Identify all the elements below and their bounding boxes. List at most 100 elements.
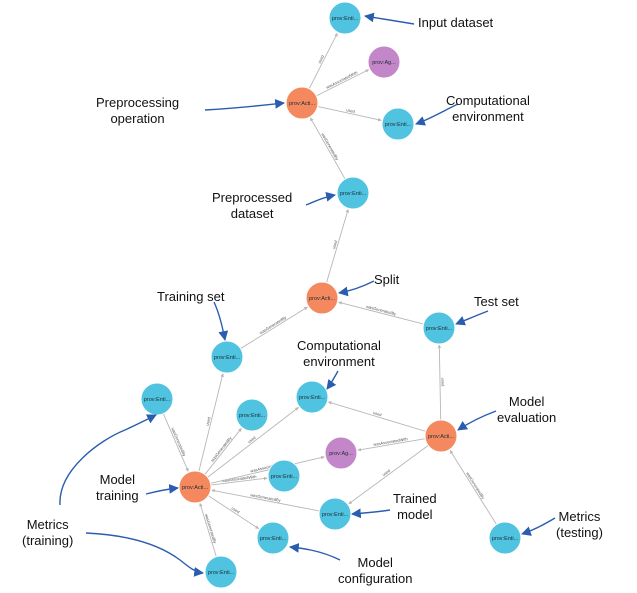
edge-testset-split (338, 301, 424, 325)
node-entity-config[interactable]: prov:Enti... (256, 521, 290, 555)
edge-label-used: used (372, 410, 382, 417)
edge-metrTrain-trainAct (162, 413, 189, 472)
node-entity-trained[interactable]: prov:Enti... (318, 497, 352, 531)
node-circle (256, 521, 290, 555)
node-entity-metrTrain2[interactable]: prov:Enti... (204, 555, 238, 589)
annotation-model-training-line1: Model (99, 472, 136, 487)
edge-preproc-input (308, 32, 338, 89)
annotation-input-dataset: Input dataset (418, 15, 493, 31)
edge-trainAct-agent2 (210, 455, 325, 484)
edge-label-wasGeneratedBy: wasGeneratedBy (250, 492, 281, 503)
node-label: prov:Enti... (214, 355, 241, 361)
node-label: prov:Ag... (329, 451, 353, 457)
annotation-split-text: Split (374, 272, 400, 287)
edge-trained-trainAct (211, 489, 320, 512)
annotation-comp-env-top-line2: environment (452, 109, 524, 124)
edge-trainAct-entC (204, 428, 242, 475)
arrow-trained-model (351, 508, 391, 519)
node-entity-preproced[interactable]: prov:Enti... (336, 176, 370, 210)
annotation-comp-env-top-line1: Computational (446, 93, 530, 108)
edge-preproc-agent1 (316, 69, 370, 97)
arrow-metrics-training-down (85, 532, 204, 577)
node-entity-testset[interactable]: prov:Enti... (422, 311, 456, 345)
node-circle (381, 107, 415, 141)
edge-label-used: used (440, 378, 445, 387)
edge-split-preproced (326, 208, 349, 283)
edge-label-wasGeneratedBy: wasGeneratedBy (320, 132, 339, 161)
annotation-metrics-training-line2: (training) (22, 533, 74, 548)
annotation-metrics-testing: Metrics (testing) (556, 509, 603, 541)
arrow-test-set (455, 310, 489, 326)
nodes-layer: prov:Enti...prov:Ag...prov:Acti...prov:E… (140, 1, 522, 589)
node-label: prov:Acti... (289, 101, 315, 107)
arrow-preprocessed-dataset (305, 191, 336, 206)
edge-label-wasAssociatedWith: wasAssociatedWith (325, 70, 358, 90)
annotation-preprocessed-line2: dataset (230, 206, 274, 221)
node-entity-compenv2[interactable]: prov:Enti... (295, 380, 329, 414)
annotation-arrows (59, 12, 556, 577)
node-entity-input[interactable]: prov:Enti... (328, 1, 362, 35)
edge-trainAct-compenv2 (207, 407, 299, 478)
edge-label-used: used (231, 506, 241, 515)
edge-trainset-split (240, 306, 308, 349)
node-label: prov:Enti... (208, 570, 235, 576)
node-circle (424, 419, 458, 453)
edge-preproced-preproc (309, 117, 346, 180)
annotation-model-training: Model training (96, 472, 139, 504)
node-circle (295, 380, 329, 414)
edge-trainAct-entD (210, 476, 268, 486)
node-entity-entC[interactable]: prov:Enti... (235, 398, 269, 432)
annotation-model-configuration-line2: configuration (338, 571, 413, 586)
node-label: prov:Enti... (144, 397, 171, 403)
arrow-preprocessing (204, 99, 285, 111)
arrow-metrics-testing (521, 517, 556, 536)
node-circle (178, 470, 212, 504)
node-circle (318, 497, 352, 531)
arrow-metrics-training-up (59, 414, 157, 506)
arrow-split (338, 280, 375, 297)
annotation-preprocessing-operation: Preprocessing operation (96, 95, 179, 127)
annotation-model-configuration: Model configuration (338, 555, 412, 587)
node-activity-trainAct[interactable]: prov:Acti... (178, 470, 212, 504)
node-circle (140, 382, 174, 416)
annotation-model-evaluation-line1: Model (508, 394, 545, 409)
annotation-input-dataset-text: Input dataset (418, 15, 494, 30)
node-entity-compenv1[interactable]: prov:Enti... (381, 107, 415, 141)
node-activity-split[interactable]: prov:Acti... (305, 281, 339, 315)
node-circle (204, 555, 238, 589)
node-circle (210, 340, 244, 374)
node-entity-metrTrain[interactable]: prov:Enti... (140, 382, 174, 416)
annotation-computational-environment-top: Computational environment (446, 93, 530, 125)
edge-label-used: used (317, 54, 325, 64)
node-label: prov:Enti... (492, 536, 519, 542)
node-agent-agent2[interactable]: prov:Ag... (324, 436, 358, 470)
annotation-model-training-line2: training (96, 488, 139, 503)
edge-evalAct-agent2 (357, 438, 426, 452)
node-activity-preproc[interactable]: prov:Acti... (285, 86, 319, 120)
node-circle (422, 311, 456, 345)
edge-label-used: used (331, 240, 338, 250)
edge-label-wasGeneratedBy: wasGeneratedBy (210, 436, 233, 463)
edge-label-wasGeneratedBy: wasGeneratedBy (259, 315, 288, 335)
node-circle (488, 521, 522, 555)
edge-label-used: used (381, 468, 391, 477)
node-entity-trainset[interactable]: prov:Enti... (210, 340, 244, 374)
annotation-metrics-training-line1: Metrics (26, 517, 69, 532)
edge-trainAct-config (208, 495, 260, 530)
annotation-model-configuration-line1: Model (357, 555, 393, 570)
node-label: prov:Enti... (340, 191, 367, 197)
annotation-comp-env-mid-line2: environment (303, 354, 375, 369)
node-label: prov:Enti... (260, 536, 287, 542)
node-agent-agent1[interactable]: prov:Ag... (367, 45, 401, 79)
node-entity-metrTest[interactable]: prov:Enti... (488, 521, 522, 555)
edge-label-wasAssociatedWith: wasAssociatedWith (373, 436, 408, 447)
edge-evalAct-testset (437, 344, 442, 421)
node-circle (367, 45, 401, 79)
arrow-input-dataset (364, 12, 415, 25)
node-label: prov:Enti... (239, 413, 266, 419)
annotation-metrics-training: Metrics (training) (22, 517, 73, 549)
node-activity-evalAct[interactable]: prov:Acti... (424, 419, 458, 453)
node-entity-entD[interactable]: prov:Enti... (267, 459, 301, 493)
annotation-split: Split (374, 272, 399, 288)
